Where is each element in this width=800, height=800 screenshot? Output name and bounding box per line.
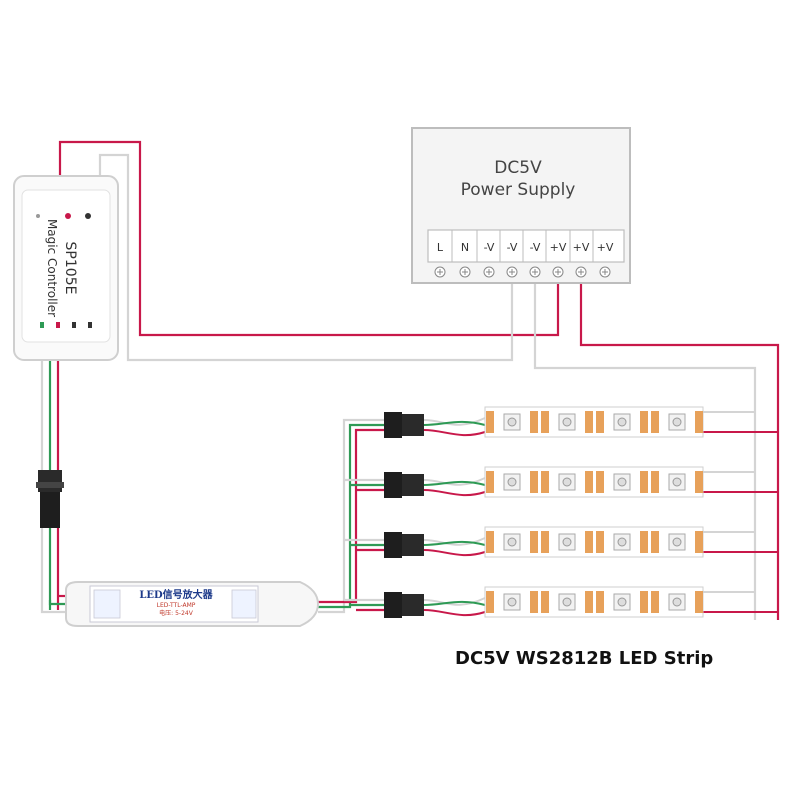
terminal-label: +V xyxy=(550,241,567,254)
amplifier-icon xyxy=(65,581,320,627)
psu-title-line2: Power Supply xyxy=(461,180,576,200)
solder-pad xyxy=(640,471,648,493)
solder-pad xyxy=(585,591,593,613)
led-strip-icon xyxy=(484,466,704,498)
solder-pad xyxy=(640,531,648,553)
led-dot xyxy=(562,597,572,607)
branch-wires xyxy=(344,478,384,612)
connector-icon xyxy=(384,472,424,498)
solder-pad xyxy=(486,411,494,433)
solder-pad xyxy=(486,531,494,553)
led-dot xyxy=(507,477,517,487)
terminal-label: -V xyxy=(484,241,495,254)
solder-pad xyxy=(640,411,648,433)
solder-pad xyxy=(585,531,593,553)
ctrl-to-amp-wire-white xyxy=(40,610,66,614)
terminal-label: N xyxy=(461,241,469,254)
solder-pad xyxy=(695,471,703,493)
controller-power-wire-red xyxy=(58,140,560,337)
led-dot xyxy=(672,417,682,427)
solder-pad xyxy=(486,591,494,613)
strip-bus-wire-red xyxy=(579,272,780,620)
power-supply-icon xyxy=(411,127,631,284)
solder-pad xyxy=(530,591,538,613)
led-dot xyxy=(672,477,682,487)
led-strips xyxy=(484,406,704,618)
solder-pad xyxy=(486,471,494,493)
psu-terminal-labels: L N -V -V -V +V +V +V xyxy=(437,241,614,254)
solder-pad xyxy=(596,411,604,433)
led-dot xyxy=(507,597,517,607)
solder-pad xyxy=(651,411,659,433)
led-dot xyxy=(562,417,572,427)
led-dot xyxy=(617,537,627,547)
led-dot xyxy=(672,597,682,607)
solder-pad xyxy=(596,531,604,553)
amp-out-wire-white xyxy=(318,418,384,614)
solder-pad xyxy=(651,471,659,493)
solder-pad xyxy=(695,531,703,553)
connector-to-strip-wires xyxy=(423,417,486,617)
led-dot xyxy=(507,537,517,547)
ctrl-to-amp-wire-green xyxy=(48,600,66,606)
led-dot xyxy=(672,537,682,547)
solder-pad xyxy=(530,531,538,553)
amplifier-subtitle: LED-TTL-AMP xyxy=(157,602,196,609)
led-dot xyxy=(617,477,627,487)
strip-caption: DC5V WS2812B LED Strip xyxy=(455,648,714,669)
solder-pad xyxy=(541,471,549,493)
strip-bus-wire-white xyxy=(533,272,757,620)
solder-pad xyxy=(530,471,538,493)
led-dot xyxy=(617,597,627,607)
solder-pad xyxy=(585,471,593,493)
terminal-label: +V xyxy=(597,241,614,254)
solder-pad xyxy=(541,531,549,553)
controller-icon xyxy=(13,175,119,361)
connector-icon xyxy=(384,412,424,438)
solder-pad xyxy=(541,411,549,433)
psu-title-line1: DC5V xyxy=(494,158,542,178)
strip-connectors xyxy=(384,412,424,618)
connector-icon xyxy=(384,592,424,618)
connector-icon xyxy=(36,470,64,528)
solder-pad xyxy=(541,591,549,613)
terminal-label: L xyxy=(437,241,444,254)
solder-pad xyxy=(596,471,604,493)
led-dot xyxy=(617,417,627,427)
terminal-label: -V xyxy=(530,241,541,254)
led-strip-icon xyxy=(484,406,704,438)
amplifier-title: LED信号放大器 xyxy=(139,588,213,601)
led-strip-icon xyxy=(484,526,704,558)
strip-power-wires xyxy=(700,411,778,613)
led-dot xyxy=(562,477,572,487)
led-dot xyxy=(507,417,517,427)
solder-pad xyxy=(596,591,604,613)
controller-name: Magic Controller xyxy=(45,219,59,317)
solder-pad xyxy=(585,411,593,433)
solder-pad xyxy=(695,411,703,433)
terminal-label: -V xyxy=(507,241,518,254)
amp-out-wire-green xyxy=(318,423,384,609)
led-dot xyxy=(562,537,572,547)
controller-model: SP105E xyxy=(62,242,78,295)
terminal-label: +V xyxy=(573,241,590,254)
solder-pad xyxy=(651,591,659,613)
solder-pad xyxy=(640,591,648,613)
solder-pad xyxy=(695,591,703,613)
amp-out-wire-red xyxy=(318,428,384,604)
controller-power-wire-white xyxy=(98,153,514,362)
amplifier-voltage: 电压: 5-24V xyxy=(159,609,194,617)
led-strip-icon xyxy=(484,586,704,618)
connector-icon xyxy=(384,532,424,558)
solder-pad xyxy=(651,531,659,553)
solder-pad xyxy=(530,411,538,433)
